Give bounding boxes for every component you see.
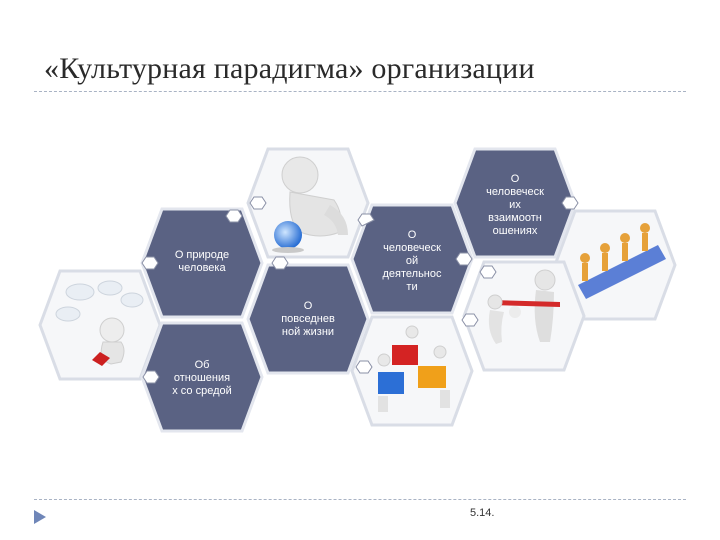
hexagon-environment-line-1: Об xyxy=(195,359,210,371)
slide-number: 5.14. xyxy=(470,507,494,519)
hexagon-relations-line-3: их xyxy=(509,199,521,211)
hexagon-daily-line-1: О xyxy=(304,300,313,312)
hexagon-relations-line-2: человеческ xyxy=(486,186,544,198)
hexagon-environment: Об отношения х со средой xyxy=(142,323,262,431)
hexagon-environment-line-2: отношения xyxy=(174,372,230,384)
bottom-divider xyxy=(34,499,686,500)
hexagon-activity-line-4: деятельнос xyxy=(382,268,442,280)
communication-image-hexagon xyxy=(40,271,160,379)
hexagon-environment-line-3: х со средой xyxy=(172,385,232,397)
hexagon-daily-life: О повседнев ной жизни xyxy=(248,265,368,373)
race-image-hexagon xyxy=(464,262,584,370)
hexagon-daily-line-2: повседнев xyxy=(281,313,335,325)
hexagon-nature-line-1: О природе xyxy=(175,249,229,261)
hexagon-nature-of-man: О природе человека xyxy=(142,209,262,317)
hexagon-activity-line-5: ти xyxy=(406,281,417,293)
hexagon-activity-line-3: ой xyxy=(406,255,418,267)
hexagon-relations-line-5: ошениях xyxy=(493,225,538,237)
hexagon-relations-line-1: О xyxy=(511,173,520,185)
hexagon-nature-line-2: человека xyxy=(178,262,226,274)
hexagon-daily-line-3: ной жизни xyxy=(282,326,334,338)
hexagon-activity-line-2: человеческ xyxy=(383,242,441,254)
play-triangle-icon xyxy=(34,510,46,524)
hexagon-activity-line-1: О xyxy=(408,229,417,241)
hexagon-relations-line-4: взаимоотн xyxy=(488,212,542,224)
hexagon-human-relations: О человеческ их взаимоотн ошениях xyxy=(455,149,575,257)
puzzle-image-hexagon xyxy=(352,317,472,425)
